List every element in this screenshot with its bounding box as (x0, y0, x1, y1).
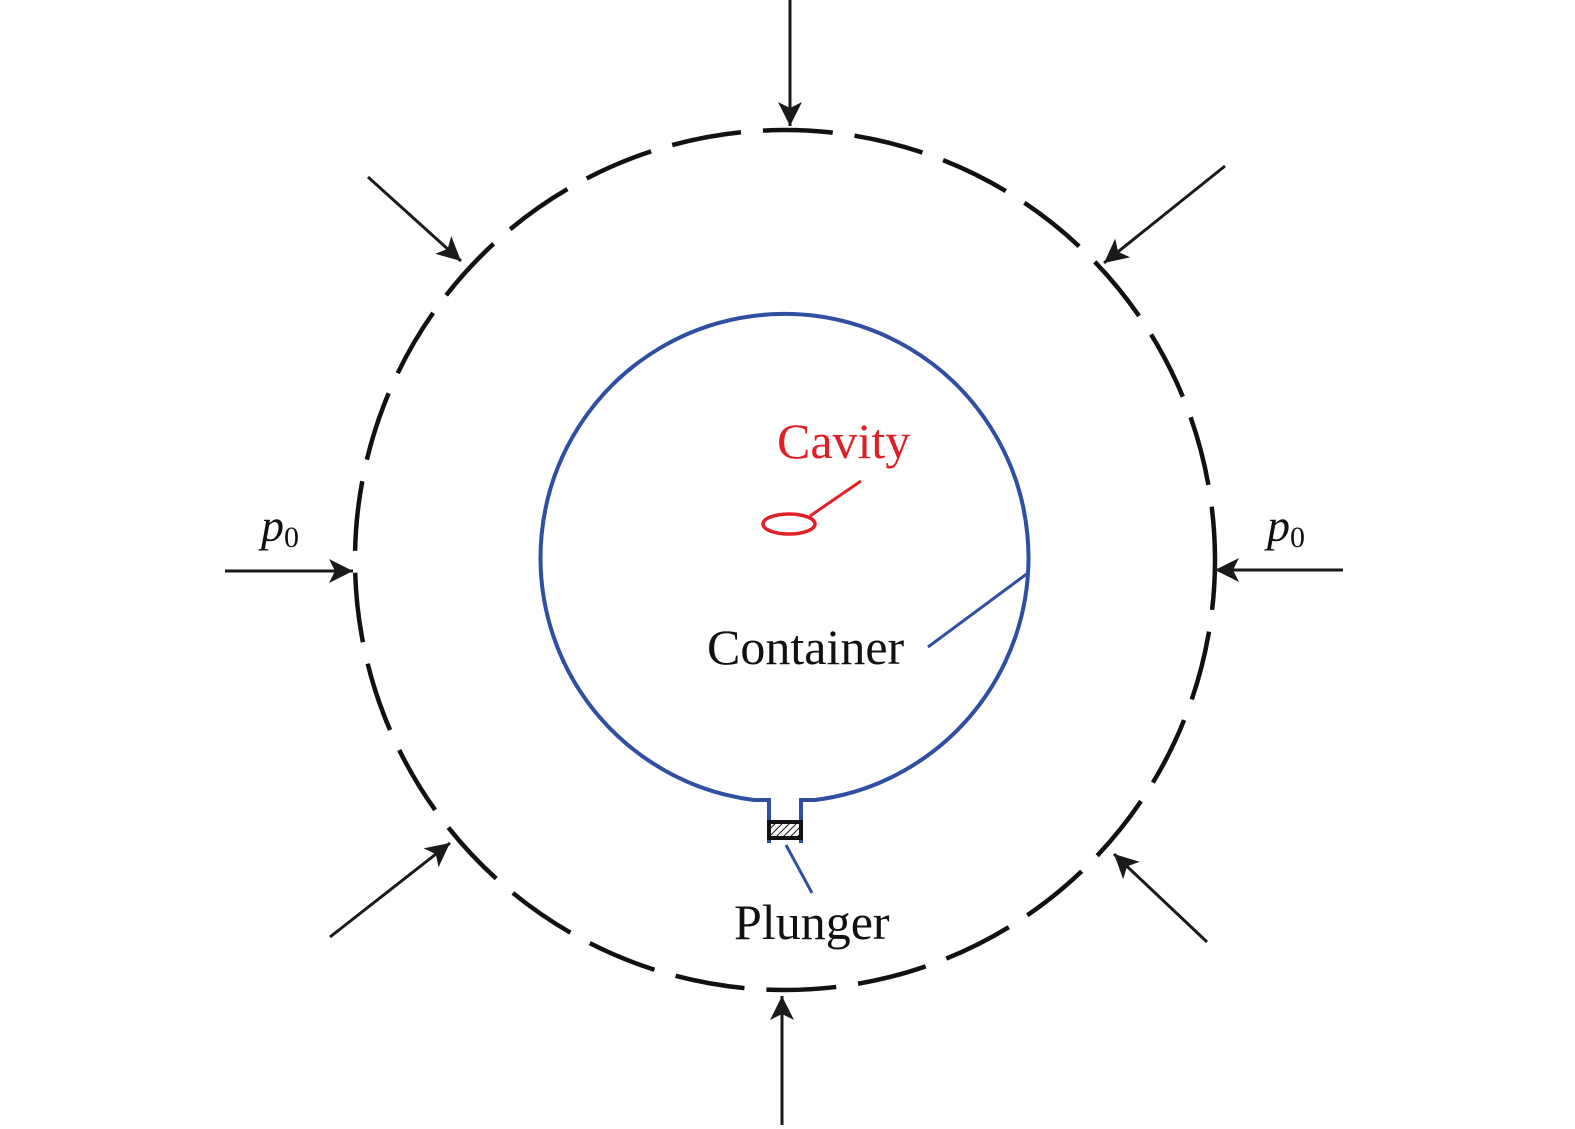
pressure-arrow-bottom-right (1112, 852, 1209, 944)
container-leader-line (927, 571, 1029, 649)
plunger-block (767, 820, 803, 840)
container-outline (538, 311, 1031, 806)
pressure-right-subscript: 0 (1290, 521, 1305, 554)
cavity-leader-line (809, 479, 862, 518)
plunger-leader-line (784, 844, 814, 894)
pressure-left-symbol: p (258, 500, 284, 551)
pressure-right-symbol: p (1264, 500, 1290, 551)
pressure-label-left: p0 (258, 500, 299, 554)
pressure-arrow-top-left (366, 175, 463, 263)
pressure-arrow-top-right (1103, 164, 1226, 265)
plunger-label: Plunger (734, 894, 890, 950)
cavity-ellipse (761, 512, 817, 536)
pressure-left-subscript: 0 (284, 521, 299, 554)
outer-dashed-boundary (352, 127, 1218, 993)
pressure-arrow-bottom-left (329, 841, 451, 939)
cavity-label: Cavity (777, 413, 910, 469)
pressure-label-right: p0 (1264, 500, 1305, 554)
container-label: Container (707, 619, 905, 675)
